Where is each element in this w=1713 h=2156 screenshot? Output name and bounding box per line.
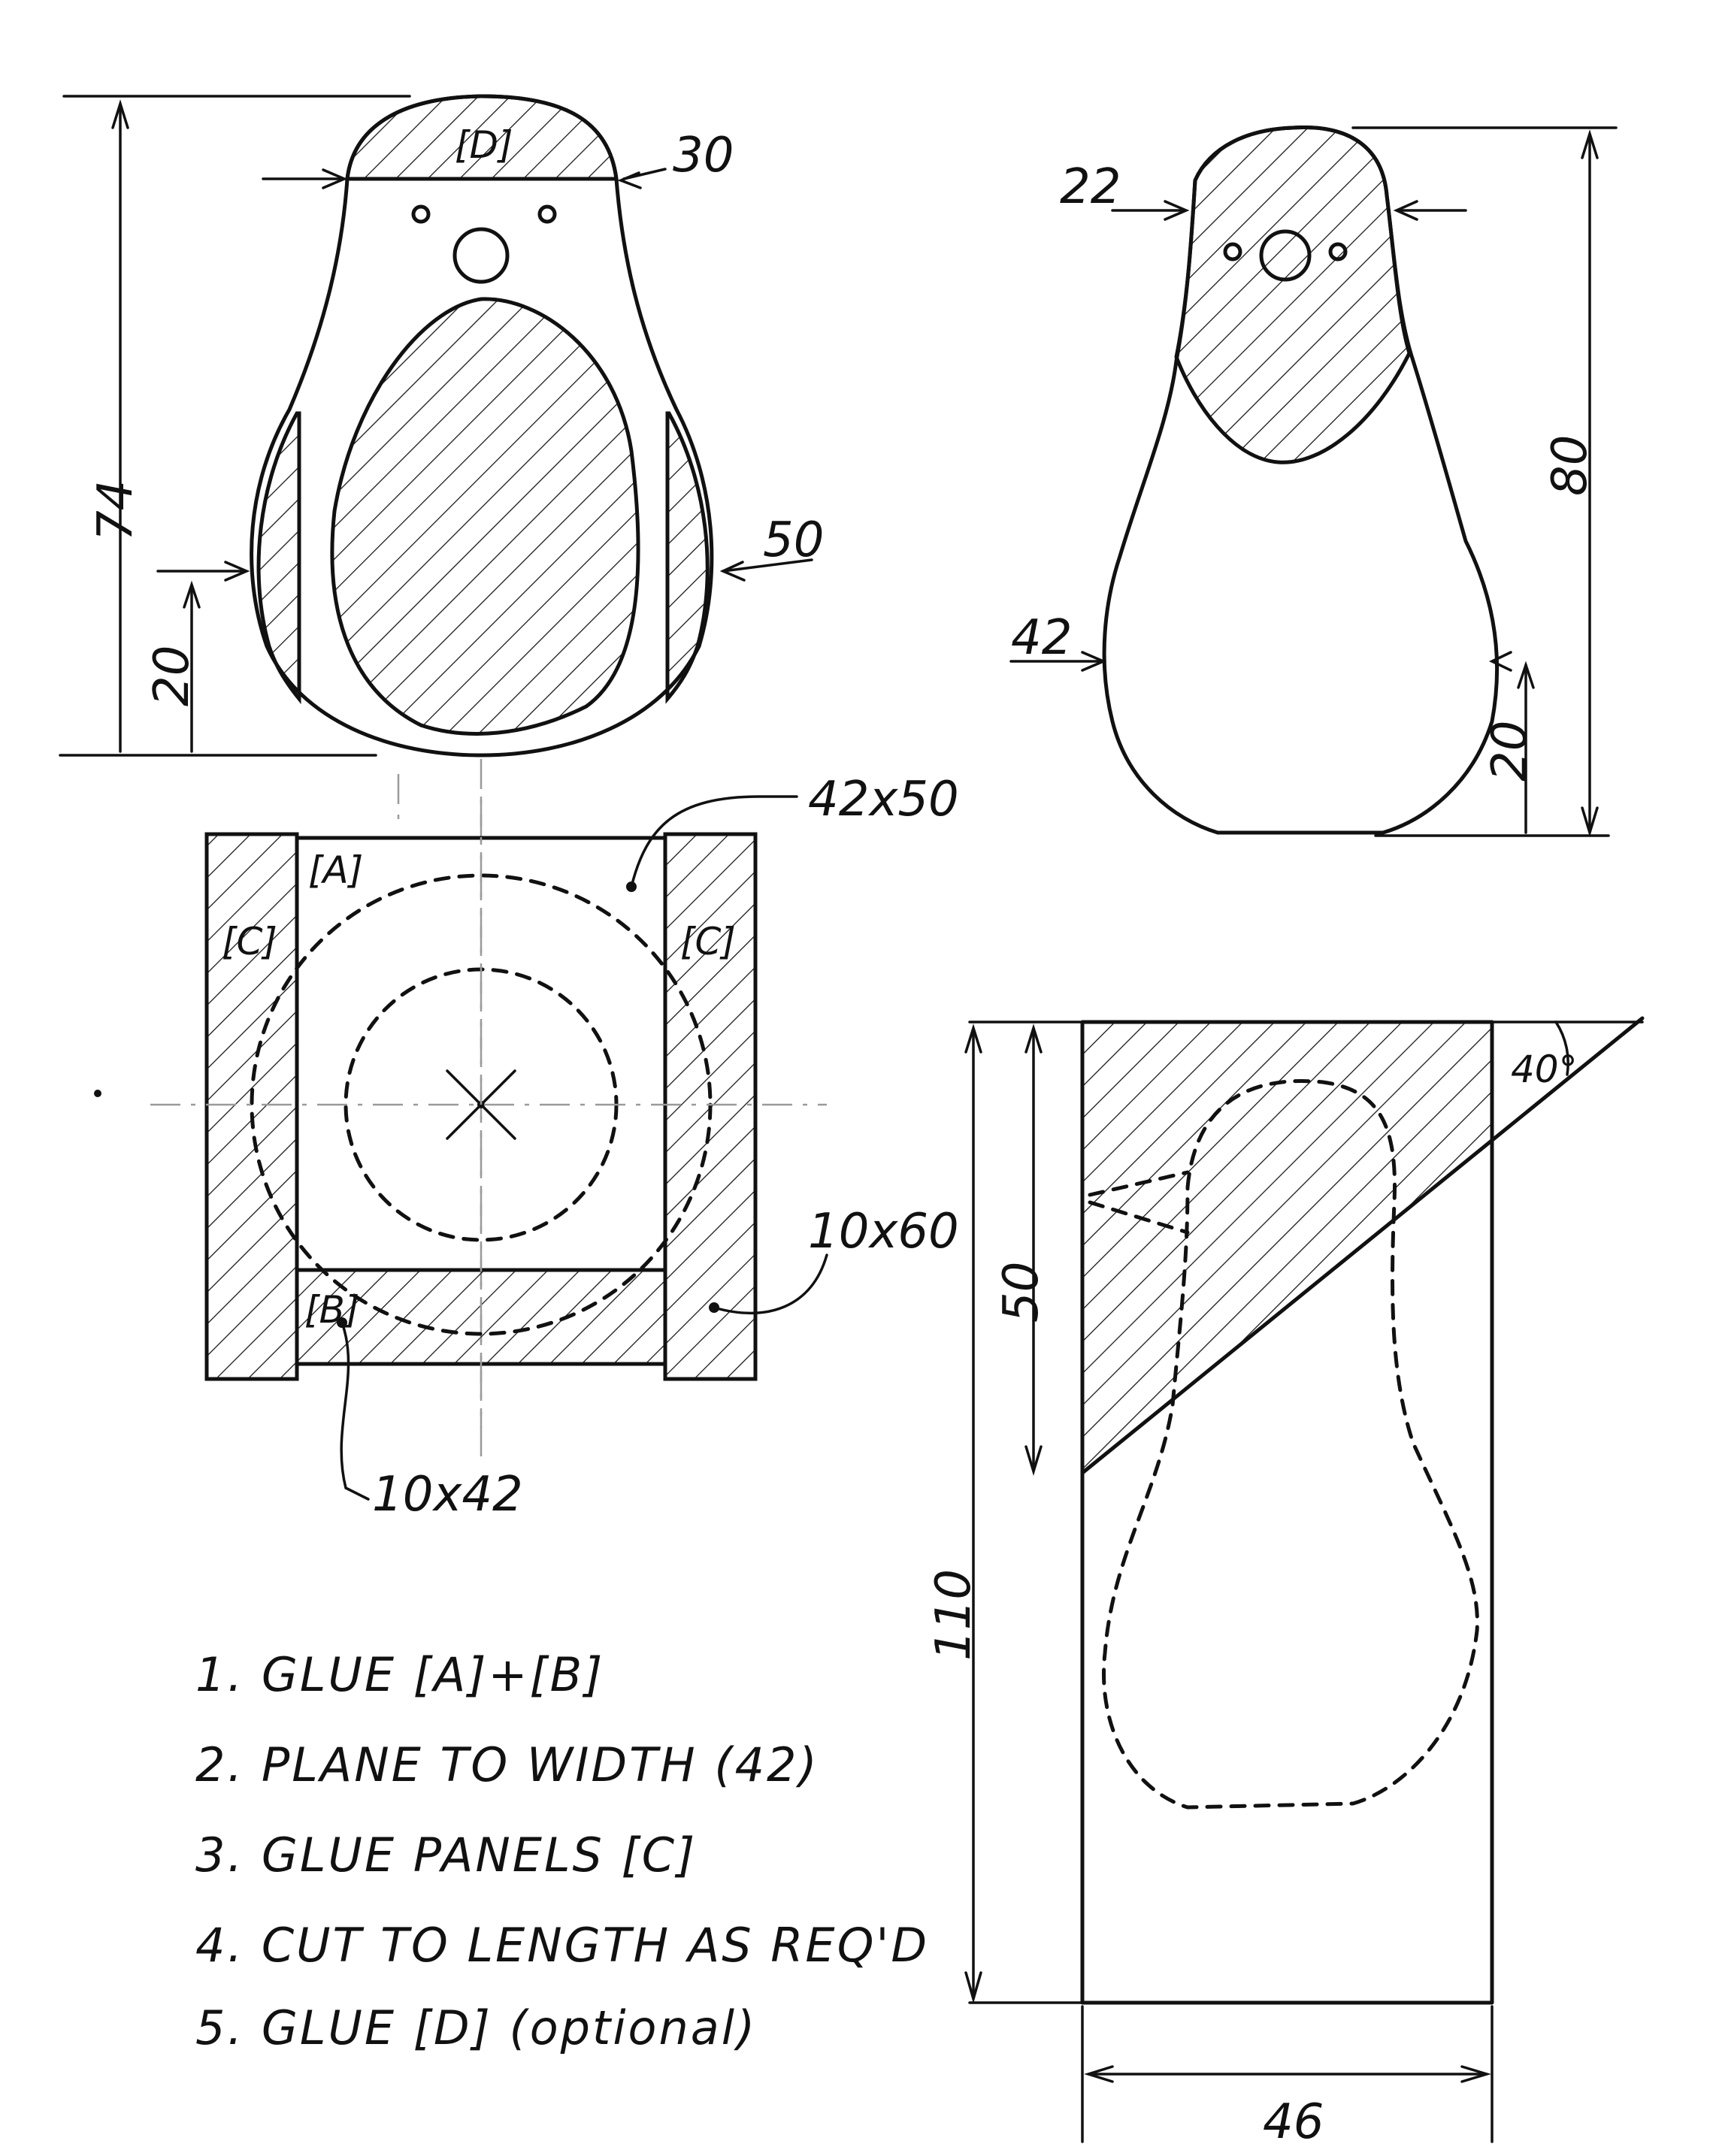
front-height-label: 74 <box>88 480 144 541</box>
leader-10x60 <box>713 1253 828 1315</box>
blank-penguin-dashed <box>1102 1079 1479 1810</box>
side-height-arrow-top <box>1581 129 1599 159</box>
blank-cut-line <box>1080 1016 1645 1475</box>
blank-cut-depth-label: 50 <box>994 1262 1049 1323</box>
part-c-left-label: [C] <box>222 920 277 963</box>
step-4: 4. CUT TO LENGTH AS REQ'D <box>195 1918 929 1973</box>
front-head-band <box>345 94 619 181</box>
blank-waste-region <box>1082 1022 1492 1473</box>
block-top-size-label: 42x50 <box>808 772 959 827</box>
front-left-panel <box>256 411 301 705</box>
blank-cut-depth-arrow-bottom <box>1024 1445 1043 1477</box>
block-side-size-label: 10x60 <box>808 1204 959 1259</box>
step-3: 3. GLUE PANELS [C] <box>195 1828 697 1882</box>
blank-width-arrow-right <box>1460 2065 1492 2083</box>
front-body-arrowhead-right <box>719 561 746 582</box>
front-body-width-label: 50 <box>763 513 824 568</box>
front-body-arrowhead-left <box>224 561 250 582</box>
angle-label: 40° <box>1511 1048 1578 1091</box>
part-b-label: [B] <box>304 1288 359 1332</box>
front-right-eye <box>537 204 557 224</box>
leader-42x50 <box>630 795 798 888</box>
front-head-arrowhead-right <box>617 171 642 189</box>
panel-c-left <box>204 832 299 1381</box>
assembly-steps: 1. GLUE [A]+[B] 2. PLANE TO WIDTH (42) 3… <box>195 1647 929 2055</box>
part-c-right-label: [C] <box>680 920 736 963</box>
step-5: 5. GLUE [D] (optional) <box>195 2000 757 2055</box>
front-belly <box>330 297 640 736</box>
side-body-width-label: 42 <box>1011 610 1072 666</box>
side-view: 22 42 80 20 <box>1009 125 1618 838</box>
leader-10x42 <box>340 1321 370 1501</box>
side-head <box>1174 125 1412 464</box>
blank-width-arrow-left <box>1084 2065 1114 2083</box>
blank-length-label: 110 <box>926 1569 982 1661</box>
front-right-panel <box>665 411 710 704</box>
front-view: 74 30 [D] 50 20 <box>59 94 824 1458</box>
side-right-eye <box>1328 242 1348 262</box>
blank-outline <box>1080 1020 1494 2005</box>
stray-dot <box>94 1090 101 1097</box>
side-head-width-label: 22 <box>1060 159 1121 215</box>
blank-length-arrow-top <box>964 1024 982 1054</box>
blank-beak-dashed <box>1088 1170 1190 1235</box>
block-end-view: [A] [C] [C] [B] 42x50 10x60 10x42 <box>94 772 959 1523</box>
front-height-arrow-top <box>111 99 129 129</box>
angle-arc <box>1554 1021 1569 1076</box>
side-left-eye <box>1223 242 1242 262</box>
side-head-arrowhead-right <box>1393 200 1418 221</box>
blank-side-view: 40° 110 50 46 <box>926 1016 1645 2150</box>
side-body-arrowhead-left <box>1081 651 1107 672</box>
side-beak-hole <box>1259 229 1312 282</box>
side-offset-label: 20 <box>1482 721 1538 782</box>
front-offset-arrow <box>183 580 201 609</box>
step-2: 2. PLANE TO WIDTH (42) <box>195 1737 819 1792</box>
front-head-width-label: 30 <box>673 128 734 183</box>
blank-length-arrow-bottom <box>964 1971 982 2004</box>
side-offset-arrow <box>1517 661 1535 689</box>
blank-cut-depth-arrow-top <box>1024 1024 1043 1054</box>
front-left-eye <box>411 204 431 224</box>
part-a-label: [A] <box>308 848 363 892</box>
front-body-arrow-right <box>722 558 813 573</box>
side-body-arrowhead-right <box>1488 651 1512 672</box>
front-offset-label: 20 <box>144 646 200 706</box>
front-head-arrowhead-left <box>322 168 348 189</box>
side-height-label: 80 <box>1542 435 1598 496</box>
blank-width-label: 46 <box>1263 2094 1324 2150</box>
front-beak-hole <box>452 227 510 284</box>
part-d-label: [D] <box>455 123 513 167</box>
step-1: 1. GLUE [A]+[B] <box>195 1647 604 1702</box>
side-height-arrow-bottom <box>1581 806 1599 838</box>
block-bottom-size-label: 10x42 <box>372 1467 523 1523</box>
side-head-arrowhead-left <box>1164 200 1190 221</box>
